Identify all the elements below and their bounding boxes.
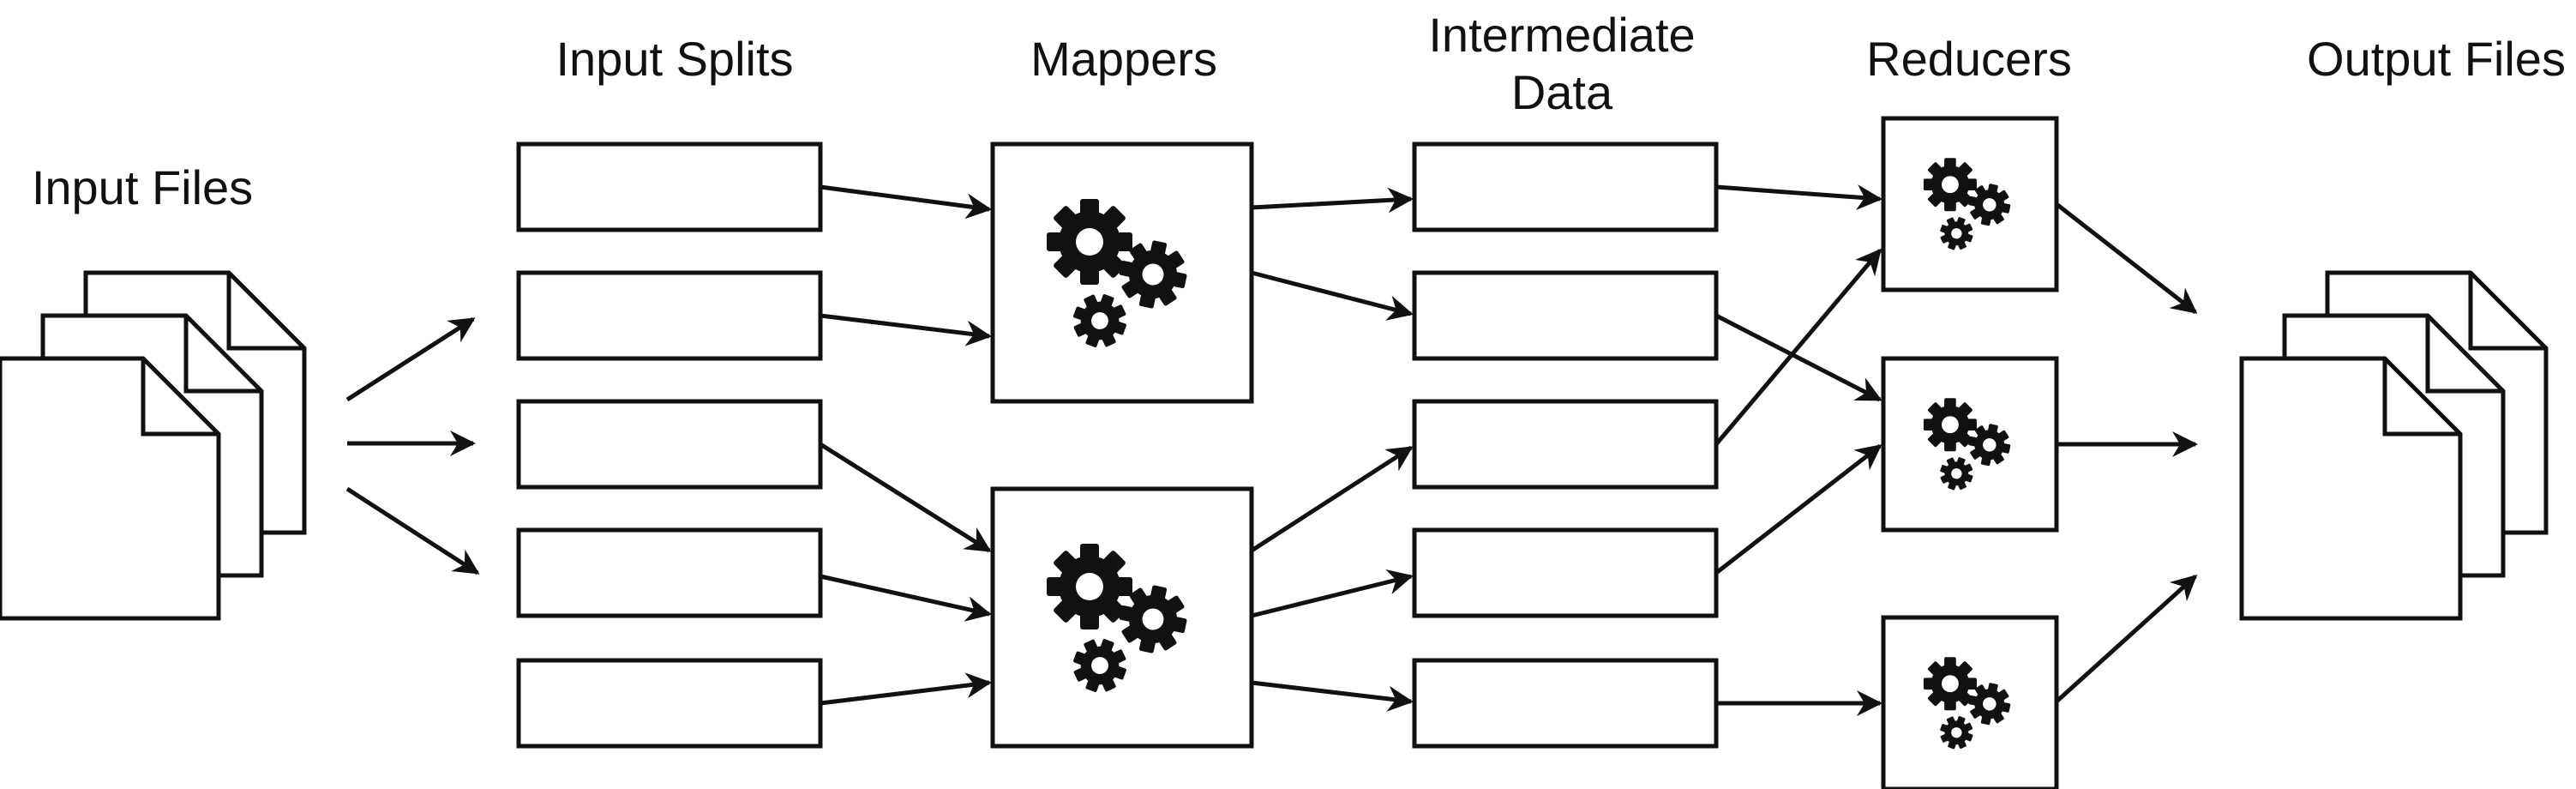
intermediate-data-3	[1412, 399, 1719, 490]
arrow-inter1-reducer1	[1715, 184, 1882, 210]
input-split-5	[516, 658, 823, 749]
arrow-mapper2-inter5	[1251, 680, 1414, 712]
output-files-label: Output Files	[2307, 32, 2566, 86]
intermediate-data-5	[1412, 658, 1719, 749]
arrow-split5-mapper2	[820, 672, 992, 706]
intermediate-data-4	[1412, 527, 1719, 618]
reducers-label: Reducers	[1866, 32, 2072, 86]
input-files-document-stack-icon	[0, 273, 304, 618]
reducer-2	[1881, 356, 2059, 533]
arrow-mapper2-inter4	[1251, 569, 1414, 618]
arrow-split3-mapper2	[819, 442, 992, 553]
arrow-mapper1-inter2	[1251, 270, 1414, 321]
arrow-split2-mapper1	[820, 313, 992, 346]
arrow-reducer3-output	[2055, 574, 2198, 703]
intermediate-data-label-line2: Data	[1511, 65, 1613, 119]
intermediate-data-label-line1: Intermediate	[1428, 8, 1695, 62]
arrow-mapper1-inter1	[1251, 187, 1414, 214]
arrow-files-down	[345, 486, 480, 575]
input-split-1	[516, 142, 823, 232]
intermediate-data-2	[1412, 270, 1719, 361]
intermediate-data-1	[1412, 142, 1719, 232]
arrow-split1-mapper1	[820, 184, 992, 220]
output-files-document-stack-icon	[2242, 273, 2546, 618]
reducer-1	[1881, 116, 2059, 292]
mapper-2	[990, 486, 1254, 749]
arrow-split4-mapper2	[820, 574, 992, 622]
arrow-files-up	[345, 316, 476, 402]
arrow-reducer1-output	[2055, 202, 2198, 314]
reducer-3	[1881, 615, 2059, 789]
arrow-inter3-reducer1	[1714, 248, 1882, 446]
arrow-inter4-reducer2	[1714, 444, 1882, 575]
input-split-3	[516, 399, 823, 490]
input-splits-label: Input Splits	[555, 32, 793, 86]
arrow-inter2-reducer2	[1714, 313, 1882, 402]
mappers-label: Mappers	[1030, 32, 1217, 86]
arrows	[345, 184, 2198, 716]
input-split-4	[516, 527, 823, 618]
arrow-mapper2-inter3	[1250, 445, 1414, 553]
input-files-label: Input Files	[32, 160, 253, 214]
input-split-2	[516, 270, 823, 361]
mapper-1	[990, 142, 1254, 404]
